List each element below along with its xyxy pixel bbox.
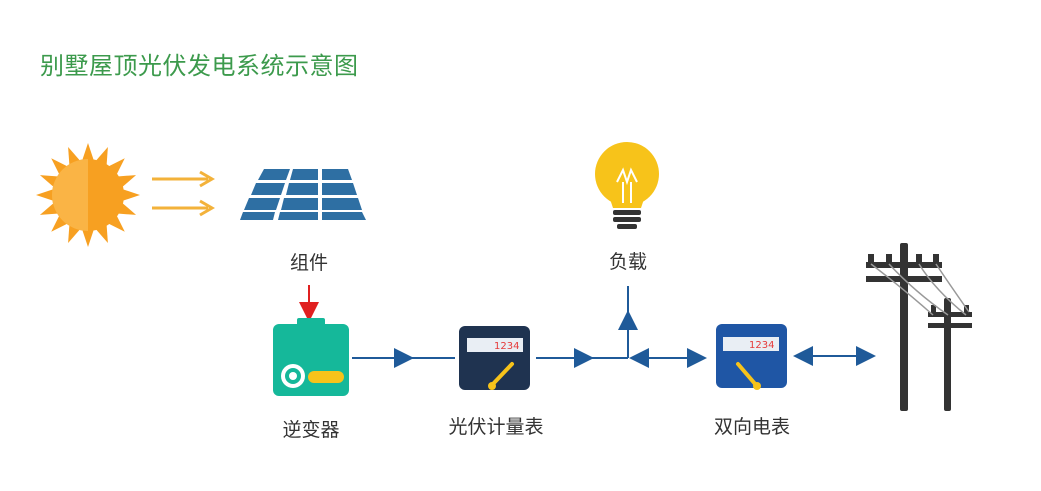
power-pylon-icon xyxy=(866,243,972,411)
pv-meter-label: 光伏计量表 xyxy=(448,416,544,438)
pv-meter-display: 1234 xyxy=(494,341,519,352)
solar-panel-icon xyxy=(240,166,372,222)
sun-icon xyxy=(36,143,140,247)
bidirectional-meter-icon: 1234 xyxy=(716,324,787,390)
power-flow-lines xyxy=(352,286,876,368)
light-bulb-icon xyxy=(595,142,659,229)
inverter-label: 逆变器 xyxy=(282,419,340,441)
load-label: 负载 xyxy=(608,251,648,273)
pv-meter-icon: 1234 xyxy=(459,326,530,390)
bidirectional-meter-label: 双向电表 xyxy=(713,416,791,438)
inverter-icon xyxy=(273,318,349,396)
module-label: 组件 xyxy=(289,252,329,274)
diagram-title: 别墅屋顶光伏发电系统示意图 xyxy=(40,52,359,80)
bidirectional-meter-display: 1234 xyxy=(749,340,774,351)
sunlight-arrows xyxy=(152,170,215,217)
